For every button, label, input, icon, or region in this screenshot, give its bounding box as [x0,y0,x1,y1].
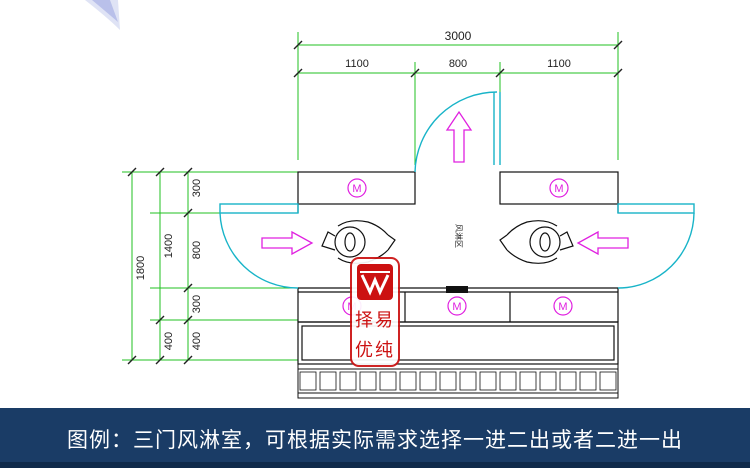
nozzle-bottom-center [447,296,467,316]
grating-cell [299,371,317,391]
caption-text: 图例：三门风淋室，可根据实际需求选择一进二出或者二进一出 [67,428,683,452]
grating-cell [459,371,477,391]
left-dimension-ticks [127,167,193,365]
dim-right-span: 1100 [547,58,571,70]
control-panel [446,286,468,293]
floor-plan-drawing: 3000 1100 800 1100 1800 1400 300 800 300… [85,0,695,399]
nozzle-label: M [558,301,567,313]
right-door-arc [617,212,695,289]
grating-cells [299,371,617,391]
nozzle-label: M [452,301,461,313]
corner-decoration [85,0,120,30]
caption-stripe [0,462,750,468]
top-left-nozzle-box [297,171,416,205]
nozzle-label: M [554,183,563,195]
left-dimension-lines [122,171,298,361]
dim-base-outer: 400 [163,332,175,350]
grating-cell [319,371,337,391]
grating-cell [559,371,577,391]
grating-cell [439,371,457,391]
floor-grating [297,363,619,399]
dim-left-span: 1100 [345,58,369,70]
caption-bar [0,408,750,468]
watermark-line2: 优纯 [355,340,395,361]
watermark-seal: 择易 优纯 [350,257,400,367]
top-dimension-ticks [293,40,623,78]
grating-cell [479,371,497,391]
dim-overall-depth: 1800 [135,256,147,280]
dim-center-span: 800 [449,58,467,70]
entry-arrow-right-icon [261,230,314,256]
exit-arrow-up-icon [445,110,473,163]
watermark-line1: 择易 [355,310,395,331]
dim-seg-bottom: 300 [191,295,203,313]
nozzle-bottom-right [553,296,573,316]
grating-cell [399,371,417,391]
grating-cell [419,371,437,391]
dim-overall-width: 3000 [445,29,472,43]
grating-cell [599,371,617,391]
door-swing-arcs [219,91,695,289]
person-left-icon [321,220,396,264]
entry-arrow-left-icon [576,230,629,256]
grating-cell [499,371,517,391]
dim-inner-depth: 1400 [163,234,175,258]
dim-seg-mid: 800 [191,241,203,259]
nozzle-label: M [352,183,361,195]
nozzle-top-right [549,178,569,198]
left-door-arc [219,212,299,289]
door-frames [219,92,695,214]
grating-cell [519,371,537,391]
nozzle-top-left [347,178,367,198]
grating-cell [359,371,377,391]
top-right-nozzle-box [499,171,619,205]
person-right-icon [499,220,574,264]
flow-arrows [261,110,629,256]
room-label: 风淋区 [454,224,464,248]
grating-cell [579,371,597,391]
top-door-arc [414,91,498,173]
grating-cell [339,371,357,391]
dim-seg-top: 300 [191,179,203,197]
base-cabinet [297,321,619,365]
dim-base-inner: 400 [191,332,203,350]
grating-cell [379,371,397,391]
grating-cell [539,371,557,391]
